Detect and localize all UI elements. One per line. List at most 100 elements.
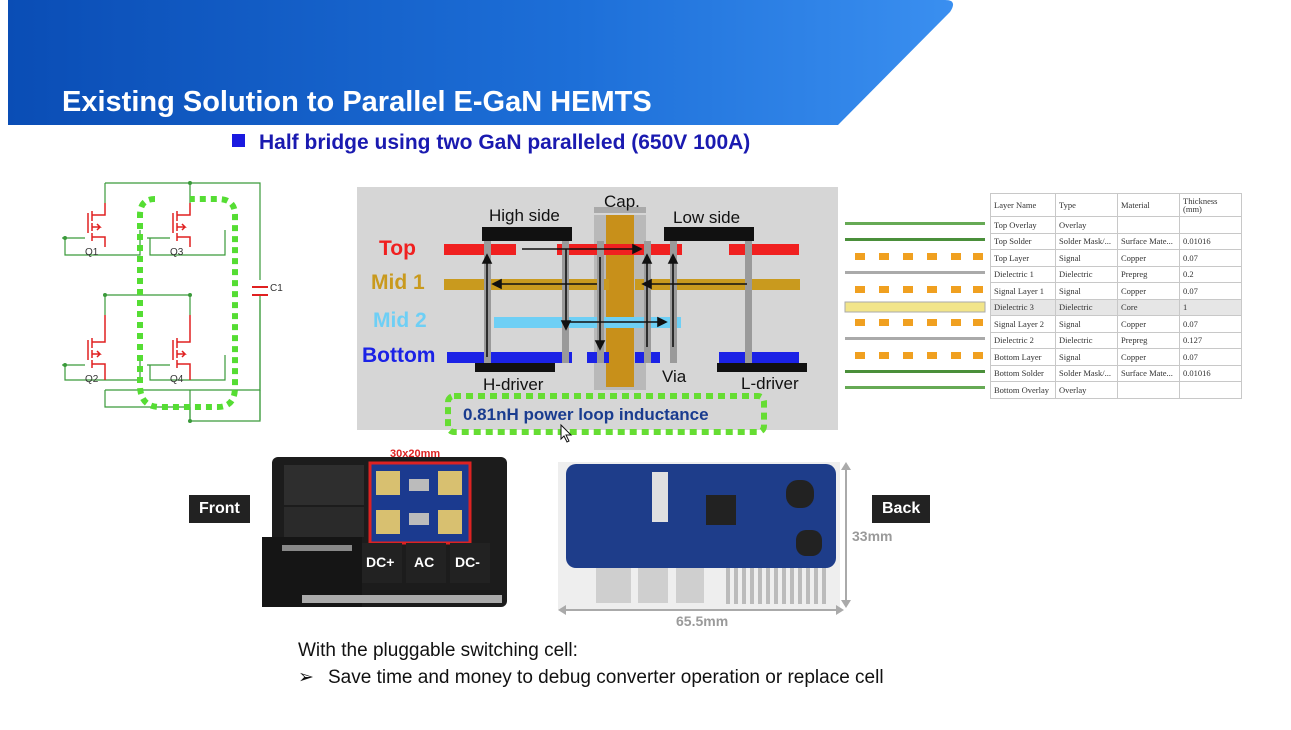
layer-bottom-label: Bottom bbox=[362, 344, 435, 367]
slide-title: Existing Solution to Parallel E-GaN HEMT… bbox=[62, 86, 652, 118]
cell: Top Overlay bbox=[990, 216, 1056, 234]
cell: Signal bbox=[1055, 249, 1118, 267]
cell: Overlay bbox=[1055, 381, 1118, 399]
q3-label: Q3 bbox=[170, 247, 184, 258]
inductance-loop-box bbox=[445, 393, 767, 435]
cell: 0.01016 bbox=[1179, 232, 1242, 250]
q1-label: Q1 bbox=[85, 247, 99, 258]
cell bbox=[1179, 381, 1242, 399]
width-dimension-arrow bbox=[558, 605, 844, 615]
layer-stack-visual bbox=[844, 222, 986, 389]
cell: 0.07 bbox=[1179, 249, 1242, 267]
cell: 1 bbox=[1179, 298, 1242, 316]
cell: Dielectric bbox=[1055, 298, 1118, 316]
cell: 0.07 bbox=[1179, 315, 1242, 333]
footer-line-2: ➢ Save time and money to debug converter … bbox=[298, 666, 884, 689]
cell: Bottom Solder bbox=[990, 364, 1056, 382]
arrow-bullet-icon: ➢ bbox=[298, 667, 314, 688]
transistor-symbols bbox=[87, 203, 268, 380]
cell: Copper bbox=[1117, 315, 1180, 333]
layer-mid1-label: Mid 1 bbox=[371, 271, 425, 294]
ac-label: AC bbox=[414, 554, 434, 570]
cell: Solder Mask/... bbox=[1055, 232, 1118, 250]
mouse-cursor-icon bbox=[560, 423, 573, 443]
cell: Dielectric bbox=[1055, 331, 1118, 349]
cell: Prepreg bbox=[1117, 331, 1180, 349]
low-side-label: Low side bbox=[673, 208, 740, 227]
dc-minus-label: DC- bbox=[455, 554, 480, 570]
width-dimension-label: 65.5mm bbox=[676, 613, 729, 629]
header-layer-name: Layer Name bbox=[990, 193, 1056, 217]
cell bbox=[1117, 381, 1180, 399]
cell: 0.127 bbox=[1179, 331, 1242, 349]
cell: Dielectric 1 bbox=[990, 265, 1056, 283]
cell: Signal Layer 1 bbox=[990, 282, 1056, 300]
cell: Dielectric 3 bbox=[990, 298, 1056, 316]
header-material: Material bbox=[1117, 193, 1180, 217]
cell: Copper bbox=[1117, 249, 1180, 267]
layer-stack-table: Layer Name Type Material Thickness (mm) … bbox=[990, 193, 1242, 399]
dc-plus-label: DC+ bbox=[366, 554, 394, 570]
layer-top-label: Top bbox=[379, 237, 416, 260]
q4-label: Q4 bbox=[170, 374, 184, 385]
cell: Signal bbox=[1055, 348, 1118, 366]
subtitle-text: Half bridge using two GaN paralleled (65… bbox=[259, 131, 751, 154]
power-loop-path bbox=[137, 196, 238, 410]
height-dimension-label: 33mm bbox=[852, 528, 893, 544]
title-banner bbox=[8, 0, 954, 125]
layer-mid2-label: Mid 2 bbox=[373, 309, 427, 332]
cell: Surface Mate... bbox=[1117, 364, 1180, 382]
height-dimension-arrow bbox=[841, 462, 851, 608]
back-label: Back bbox=[872, 495, 931, 523]
inductance-label: 0.81nH power loop inductance bbox=[463, 405, 709, 424]
half-bridge-schematic: Q1 Q3 Q2 Q4 C1 bbox=[62, 181, 283, 423]
footer-line-1: With the pluggable switching cell: bbox=[298, 640, 578, 661]
cell: Bottom Layer bbox=[990, 348, 1056, 366]
footer-line-2-text: Save time and money to debug converter o… bbox=[328, 667, 884, 688]
front-label: Front bbox=[189, 495, 250, 523]
slide-subtitle: Half bridge using two GaN paralleled (65… bbox=[232, 131, 750, 155]
cell: Dielectric bbox=[1055, 265, 1118, 283]
cell: Core bbox=[1117, 298, 1180, 316]
c1-label: C1 bbox=[270, 283, 283, 294]
l-driver-label: L-driver bbox=[741, 374, 799, 393]
cell: 0.07 bbox=[1179, 282, 1242, 300]
cell: Bottom Overlay bbox=[990, 381, 1056, 399]
via-label: Via bbox=[662, 367, 687, 386]
cell: Solder Mask/... bbox=[1055, 364, 1118, 382]
cell: Copper bbox=[1117, 282, 1180, 300]
cell: Copper bbox=[1117, 348, 1180, 366]
cell bbox=[1117, 216, 1180, 234]
cell: Signal bbox=[1055, 315, 1118, 333]
cell: Dielectric 2 bbox=[990, 331, 1056, 349]
q2-label: Q2 bbox=[85, 374, 99, 385]
bullet-square-icon bbox=[232, 134, 245, 147]
area-label: 30x20mm bbox=[390, 448, 440, 460]
pcb-cross-section: High side Low side Cap. Top Mid 1 Mid 2 … bbox=[357, 187, 838, 435]
cell: 0.07 bbox=[1179, 348, 1242, 366]
h-driver-label: H-driver bbox=[483, 375, 544, 394]
cell: 0.2 bbox=[1179, 265, 1242, 283]
cell: Prepreg bbox=[1117, 265, 1180, 283]
cell: Top Layer bbox=[990, 249, 1056, 267]
cell: Signal Layer 2 bbox=[990, 315, 1056, 333]
cell: Surface Mate... bbox=[1117, 232, 1180, 250]
cell: Overlay bbox=[1055, 216, 1118, 234]
table-header-row: Layer Name Type Material Thickness (mm) bbox=[990, 193, 1242, 217]
high-side-label: High side bbox=[489, 206, 560, 225]
cell bbox=[1179, 216, 1242, 234]
cell: Top Solder bbox=[990, 232, 1056, 250]
cell: 0.01016 bbox=[1179, 364, 1242, 382]
header-type: Type bbox=[1055, 193, 1118, 217]
